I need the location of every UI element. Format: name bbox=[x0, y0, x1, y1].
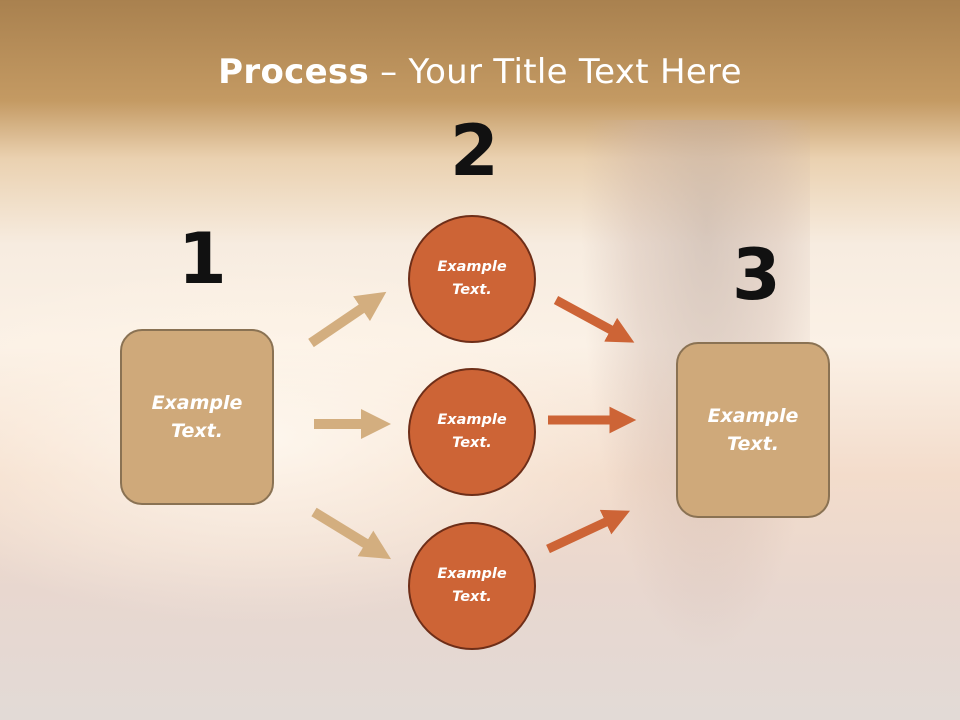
arrow-from-circle-3 bbox=[546, 509, 631, 554]
circle-1-line1: Example bbox=[437, 258, 507, 275]
step-number-1: 1 bbox=[178, 218, 227, 300]
circle-3-line1: Example bbox=[437, 565, 507, 582]
arrow-to-circle-1 bbox=[308, 291, 387, 348]
circle-3-line2: Text. bbox=[452, 589, 492, 605]
step-number-3: 3 bbox=[732, 234, 781, 316]
right-box-line1: Example bbox=[707, 404, 799, 427]
circle-1-line2: Text. bbox=[452, 282, 492, 298]
circle-2-line2: Text. bbox=[452, 435, 492, 451]
step-number-2: 2 bbox=[450, 110, 499, 192]
title-rest: – Your Title Text Here bbox=[369, 52, 742, 92]
right-box-line2: Text. bbox=[727, 433, 779, 455]
arrow-to-circle-3 bbox=[311, 507, 392, 560]
title-bold: Process bbox=[218, 52, 370, 92]
slide-title: Process – Your Title Text Here bbox=[0, 52, 960, 92]
left-box-line1: Example bbox=[151, 391, 243, 414]
arrow-from-circle-1 bbox=[553, 296, 635, 343]
left-box-line2: Text. bbox=[171, 420, 223, 442]
circle-2-line1: Example bbox=[437, 411, 507, 428]
